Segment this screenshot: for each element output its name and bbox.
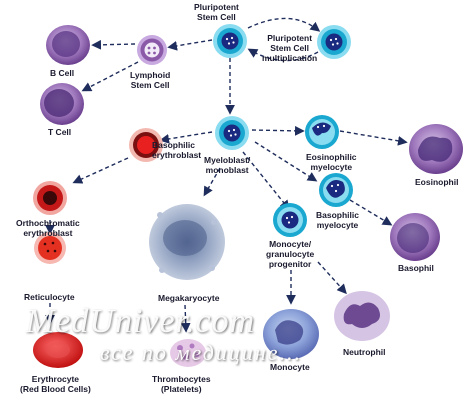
label-eosinophilic-myelocyte: Eosinophilic myelocyte: [306, 152, 357, 172]
watermark-tagline: все по медицине...: [100, 340, 303, 365]
erythrocyte-cell: [33, 332, 83, 368]
myeloblast-cell: [215, 116, 249, 150]
arrow-myeloblast-to-erythroblast: [159, 131, 213, 144]
label-basophilic-erythroblast: Basophilic erythroblast: [152, 140, 202, 160]
orthochromatic-erythroblast-cell: [33, 181, 67, 215]
arrow-myeloblast-to-progenitor: [242, 151, 290, 211]
label-t-cell: T Cell: [48, 127, 72, 137]
label-neutrophil: Neutrophil: [343, 347, 386, 357]
label-multiplication: Pluripotent Stem Cell multiplication: [262, 33, 318, 63]
reticulocyte-cell: [34, 232, 66, 264]
arrow-stem-to-multiplication: [247, 17, 321, 32]
arrow-progenitor-to-neutrophil: [317, 261, 347, 295]
label-monocyte: Monocyte: [270, 362, 310, 372]
label-orthochromatic: Orthochromatic erythroblast: [16, 218, 80, 238]
t-cell: [40, 83, 84, 125]
monocyte-cell: [263, 309, 319, 359]
eosinophil-cell: [409, 124, 463, 174]
neutrophil-cell: [334, 291, 390, 341]
monocyte-progenitor-cell: [273, 203, 307, 237]
multiplication-stem-cell: [317, 25, 351, 59]
megakaryocyte-cell: [149, 204, 225, 280]
arrow-eos-myelocyte-to-eosinophil: [339, 130, 408, 146]
label-basophil: Basophil: [398, 263, 434, 273]
arrow-stem-to-lymphoid: [167, 39, 213, 51]
label-megakaryocyte: Megakaryocyte: [158, 293, 220, 303]
arrow-lymphoid-to-tcell: [81, 61, 139, 92]
basophil-cell: [390, 213, 440, 261]
arrow-multiplication-to-stem: [247, 48, 319, 62]
eosinophilic-myelocyte-cell: [305, 115, 339, 149]
arrow-erythroblast-to-orthochromatic: [72, 157, 129, 184]
basophilic-myelocyte-cell: [319, 173, 353, 207]
arrow-myeloblast-to-megakaryocyte: [203, 167, 221, 197]
basophilic-erythroblast-cell: [129, 128, 163, 162]
label-monocyte-progenitor: Monocyte/ granulocyte progenitor: [266, 239, 315, 269]
label-lymphoid: Lymphoid Stem Cell: [130, 70, 171, 90]
label-pluripotent: Pluripotent Stem Cell: [194, 2, 239, 22]
watermark-site: MedUniver.com: [26, 303, 256, 340]
arrow-myeloblast-to-eos-myelocyte: [251, 125, 305, 136]
pluripotent-stem-cell: [213, 24, 247, 58]
lymphoid-stem-cell: [137, 35, 167, 65]
label-eosinophil: Eosinophil: [415, 177, 459, 187]
arrow-lymphoid-to-bcell: [91, 39, 136, 50]
label-reticulocyte: Reticulocyte: [24, 292, 75, 302]
arrow-myeloblast-to-baso-myelocyte: [254, 141, 318, 182]
label-basophilic-myelocyte: Basophilic myelocyte: [316, 210, 359, 230]
arrow-baso-myelocyte-to-basophil: [349, 199, 393, 226]
label-thrombocytes: Thrombocytes (Platelets): [152, 374, 211, 394]
arrows: [45, 17, 408, 333]
label-erythrocyte: Erythrocyte (Red Blood Cells): [20, 374, 91, 394]
b-cell: [46, 25, 90, 65]
thrombocytes-cell: [170, 339, 206, 367]
label-b-cell: B Cell: [50, 68, 75, 78]
label-myeloblast: Myeloblast/ monoblast: [204, 155, 251, 175]
